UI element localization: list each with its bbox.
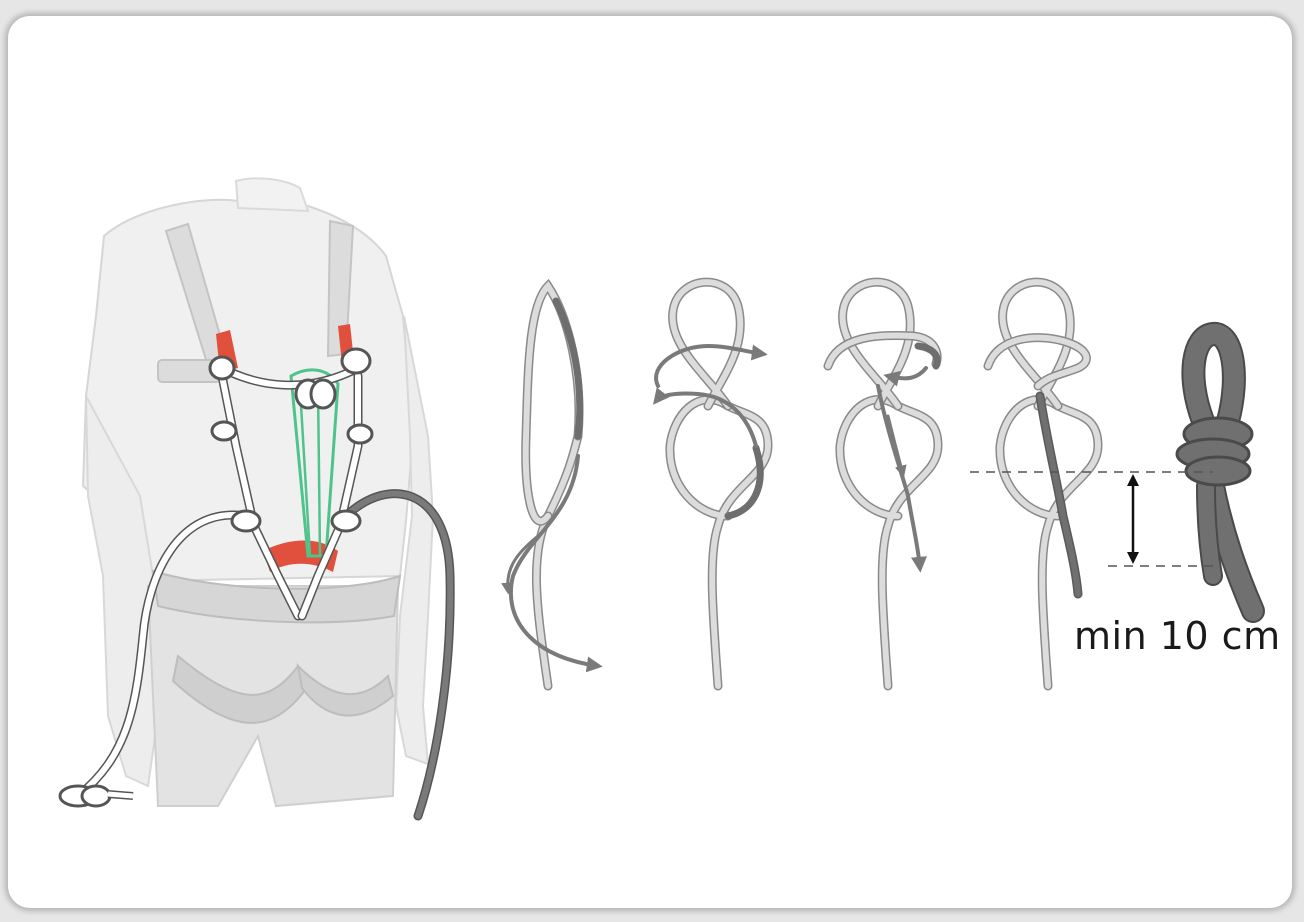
- step-5-finished-knot: [1177, 334, 1253, 611]
- minimum-tail-length-label: min 10 cm: [1074, 614, 1281, 658]
- illustration-frame: min 10 cm: [8, 16, 1292, 908]
- step-3-rethread-knot: [828, 282, 938, 686]
- step-2-figure-eight-loop: [656, 282, 768, 686]
- step-1-rope-end: [508, 286, 598, 686]
- climber-figure: [60, 178, 450, 816]
- knot-diagram: [8, 16, 1292, 908]
